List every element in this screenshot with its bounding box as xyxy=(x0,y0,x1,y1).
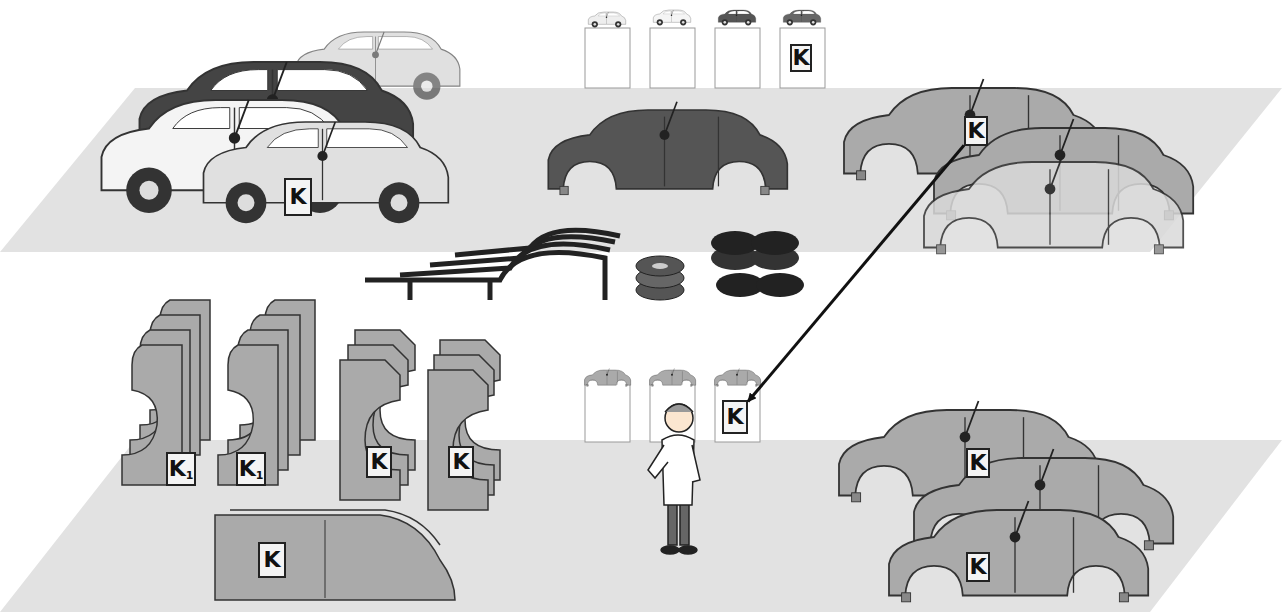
card-letter: K xyxy=(792,47,809,69)
parts xyxy=(365,230,620,300)
kanban-card: K xyxy=(790,44,812,72)
bottom-bins xyxy=(585,368,761,442)
kanban-card: K xyxy=(366,446,392,478)
body-buffer xyxy=(844,79,1193,254)
top-bins xyxy=(585,10,825,88)
stamped-panels xyxy=(122,300,500,600)
finished-cars xyxy=(102,32,460,223)
kanban-card: K xyxy=(448,446,474,478)
kanban-card: K xyxy=(966,552,990,582)
kanban-card: K xyxy=(964,116,988,146)
kanban-card: K xyxy=(258,542,286,578)
card-letter: K xyxy=(169,458,186,480)
kanban-card: K xyxy=(284,178,312,216)
card-letter: K xyxy=(969,452,986,474)
kanban-card: K xyxy=(722,400,748,434)
card-letter: K xyxy=(370,451,387,473)
card-letter: K xyxy=(452,451,469,473)
flow-arrow xyxy=(748,145,964,401)
kanban-card: K1 xyxy=(166,452,196,486)
kanban-card: K xyxy=(966,448,990,478)
card-letter: K xyxy=(289,186,306,208)
card-subscript: 1 xyxy=(256,470,264,481)
card-letter: K xyxy=(969,556,986,578)
lower-floor xyxy=(0,440,1282,612)
body-stock xyxy=(839,401,1173,602)
worker xyxy=(648,404,700,554)
painted-body xyxy=(548,102,787,195)
card-subscript: 1 xyxy=(186,470,194,481)
tires xyxy=(636,231,804,300)
card-letter: K xyxy=(263,549,280,571)
card-letter: K xyxy=(239,458,256,480)
card-letter: K xyxy=(726,406,743,428)
kanban-card: K1 xyxy=(236,452,266,486)
card-letter: K xyxy=(967,120,984,142)
